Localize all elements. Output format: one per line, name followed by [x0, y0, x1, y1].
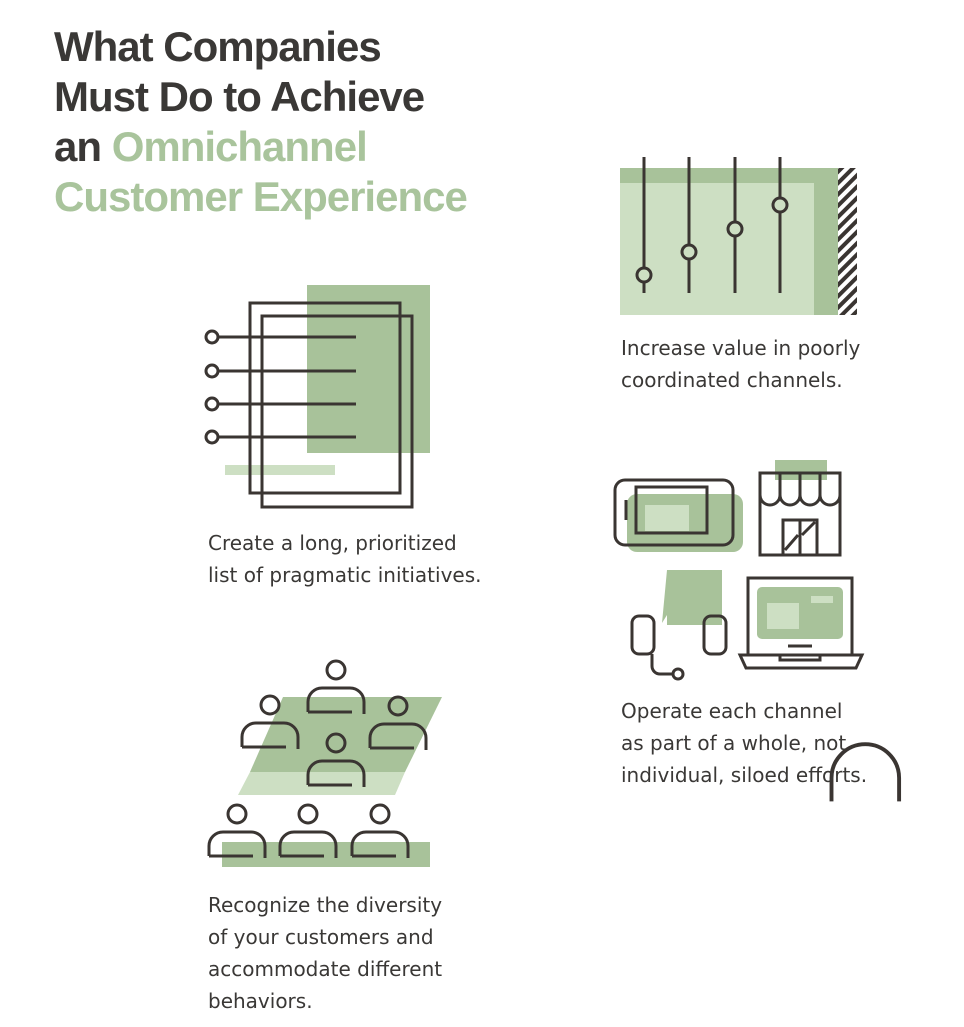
person-icon [306, 732, 366, 787]
person-icon [350, 803, 410, 858]
person-icon [207, 803, 267, 858]
caption-line: Increase value in poorly [621, 336, 861, 360]
caption-line: Operate each channel [621, 699, 843, 723]
caption-sliders: Increase value in poorly coordinated cha… [621, 332, 860, 396]
sliders-icon [620, 157, 857, 315]
title-line: What Companies [54, 23, 382, 70]
caption-line: coordinated channels. [621, 368, 843, 392]
caption-line: as part of a whole, not [621, 731, 847, 755]
people-icon [207, 659, 442, 867]
title-accent: Omnichannel [111, 123, 368, 170]
checklist-icon [204, 285, 430, 509]
caption-line: individual, siloed efforts. [621, 763, 868, 787]
caption-line: behaviors. [208, 989, 313, 1013]
person-icon [368, 695, 428, 750]
title-line: an Omnichannel [54, 122, 467, 172]
caption-channels: Operate each channel as part of a whole,… [621, 695, 867, 791]
title-accent: Customer Experience [54, 173, 468, 220]
caption-line: accommodate different [208, 957, 443, 981]
person-icon [240, 694, 300, 749]
title-plain: an [54, 123, 112, 170]
caption-people: Recognize the diversity of your customer… [208, 889, 442, 1017]
person-icon [306, 659, 366, 714]
store-icon [758, 460, 842, 557]
channels-icon [613, 460, 902, 802]
page-title: What Companies Must Do to Achieve an Omn… [54, 22, 468, 222]
headset-icon [630, 570, 902, 802]
laptop-icon [737, 576, 865, 670]
title-line: Must Do to Achieve [54, 73, 425, 120]
phone-icon [613, 478, 743, 552]
caption-line: Recognize the diversity [208, 893, 443, 917]
caption-line: list of pragmatic initiatives. [208, 563, 482, 587]
caption-checklist: Create a long, prioritized list of pragm… [208, 527, 482, 591]
caption-line: Create a long, prioritized [208, 531, 457, 555]
caption-line: of your customers and [208, 925, 434, 949]
person-icon [278, 803, 338, 858]
